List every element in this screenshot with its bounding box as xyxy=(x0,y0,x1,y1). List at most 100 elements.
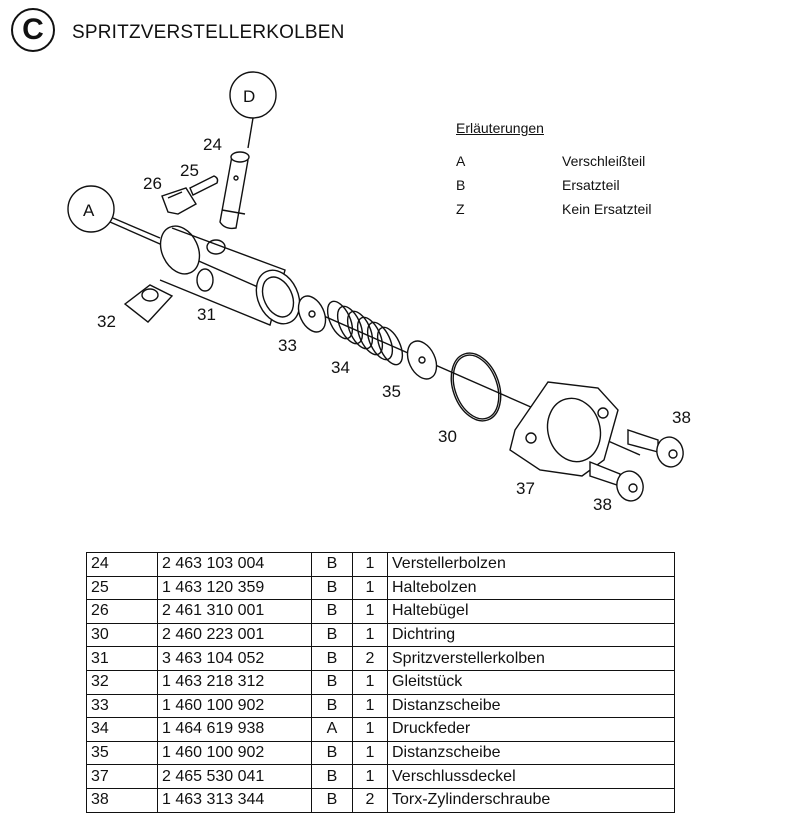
bolt-25-shape xyxy=(189,175,219,196)
category-cell: B xyxy=(311,622,353,648)
section-badge: C xyxy=(11,8,55,52)
pin-24-shape xyxy=(219,151,250,230)
pos-number-cell: 25 xyxy=(86,575,158,601)
quantity-cell: 1 xyxy=(352,552,388,577)
quantity-cell: 1 xyxy=(352,599,388,624)
pos-number-cell: 37 xyxy=(86,764,158,789)
category-cell: B xyxy=(311,552,353,577)
part-number-cell: 2 463 103 004 xyxy=(157,552,312,577)
category-cell: B xyxy=(311,787,353,813)
quantity-cell: 1 xyxy=(352,622,388,648)
description-cell: Haltebügel xyxy=(387,599,675,624)
category-cell: B xyxy=(311,740,353,766)
part-label-37: 37 xyxy=(516,479,535,498)
part-number-cell: 2 465 530 041 xyxy=(157,764,312,789)
category-cell: B xyxy=(311,599,353,624)
screw-38-upper-shape xyxy=(627,429,684,468)
washer-35-shape xyxy=(406,340,438,380)
part-number-cell: 2 460 223 001 xyxy=(157,622,312,648)
pos-number-cell: 30 xyxy=(86,622,158,648)
part-number-cell: 1 464 619 938 xyxy=(157,717,312,742)
part-label-35: 35 xyxy=(382,382,401,401)
legend: Erläuterungen A Verschleißteil B Ersatzt… xyxy=(456,120,651,217)
part-number-cell: 1 463 313 344 xyxy=(157,787,312,813)
description-cell: Verschlussdeckel xyxy=(387,764,675,789)
legend-code: A xyxy=(456,153,466,169)
cover-37-shape xyxy=(509,381,619,477)
callout-a-label: A xyxy=(83,201,95,220)
category-cell: A xyxy=(311,717,353,742)
spring-34-shape xyxy=(326,300,404,366)
quantity-cell: 1 xyxy=(352,764,388,789)
exploded-view-diagram: D A 24 25 26 31 32 33 34 35 30 37 38 38 xyxy=(67,71,691,514)
pos-number-cell: 34 xyxy=(86,717,158,742)
description-cell: Dichtring xyxy=(387,622,675,648)
category-cell: B xyxy=(311,646,353,671)
washer-33-shape xyxy=(297,295,327,333)
quantity-cell: 1 xyxy=(352,575,388,601)
part-label-32: 32 xyxy=(97,312,116,331)
pos-number-cell: 35 xyxy=(86,740,158,766)
legend-desc: Ersatzteil xyxy=(562,177,620,193)
quantity-cell: 1 xyxy=(352,717,388,742)
legend-desc: Verschleißteil xyxy=(562,153,646,169)
quantity-cell: 1 xyxy=(352,669,388,695)
part-label-30: 30 xyxy=(438,427,457,446)
piston-31-shape xyxy=(159,225,301,326)
legend-code: B xyxy=(456,177,466,193)
pos-number-cell: 24 xyxy=(86,552,158,577)
part-label-33: 33 xyxy=(278,336,297,355)
page-title: SPRITZVERSTELLERKOLBEN xyxy=(72,22,345,43)
pos-number-cell: 26 xyxy=(86,599,158,624)
part-label-38-lower: 38 xyxy=(593,495,612,514)
part-label-31: 31 xyxy=(197,305,216,324)
part-number-cell: 2 461 310 001 xyxy=(157,599,312,624)
part-number-cell: 1 460 100 902 xyxy=(157,693,312,719)
part-label-38-upper: 38 xyxy=(672,408,691,427)
callout-circle-a xyxy=(67,185,115,233)
part-number-cell: 3 463 104 052 xyxy=(157,646,312,671)
description-cell: Spritzverstellerkolben xyxy=(387,646,675,671)
pos-number-cell: 32 xyxy=(86,669,158,695)
description-cell: Verstellerbolzen xyxy=(387,552,675,577)
quantity-cell: 2 xyxy=(352,787,388,813)
part-number-cell: 1 460 100 902 xyxy=(157,740,312,766)
part-label-26: 26 xyxy=(143,174,162,193)
pos-number-cell: 31 xyxy=(86,646,158,671)
legend-title: Erläuterungen xyxy=(456,120,544,136)
category-cell: B xyxy=(311,575,353,601)
pos-number-cell: 38 xyxy=(86,787,158,813)
screw-38-lower-shape xyxy=(589,460,644,502)
description-cell: Gleitstück xyxy=(387,669,675,695)
category-cell: B xyxy=(311,764,353,789)
ring-30-shape xyxy=(450,352,502,422)
slider-32-shape xyxy=(123,284,174,323)
description-cell: Druckfeder xyxy=(387,717,675,742)
description-cell: Torx-Zylinderschraube xyxy=(387,787,675,813)
quantity-cell: 2 xyxy=(352,646,388,671)
part-label-25: 25 xyxy=(180,161,199,180)
description-cell: Haltebolzen xyxy=(387,575,675,601)
quantity-cell: 1 xyxy=(352,693,388,719)
part-label-34: 34 xyxy=(331,358,350,377)
part-number-cell: 1 463 218 312 xyxy=(157,669,312,695)
description-cell: Distanzscheibe xyxy=(387,740,675,766)
part-number-cell: 1 463 120 359 xyxy=(157,575,312,601)
category-cell: B xyxy=(311,693,353,719)
description-cell: Distanzscheibe xyxy=(387,693,675,719)
legend-desc: Kein Ersatzteil xyxy=(562,201,652,217)
quantity-cell: 1 xyxy=(352,740,388,766)
part-label-24: 24 xyxy=(203,135,222,154)
legend-code: Z xyxy=(456,201,465,217)
